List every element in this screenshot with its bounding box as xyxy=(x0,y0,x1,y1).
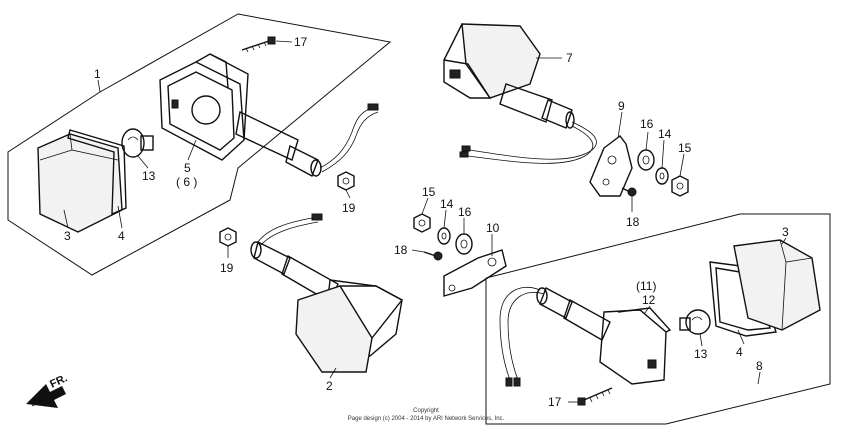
callout-3-left: 3 xyxy=(64,229,71,243)
callout-10: 10 xyxy=(486,221,500,235)
washer-16-center xyxy=(455,233,473,255)
callout-4-right: 4 xyxy=(736,345,743,359)
front-direction-label: FR. xyxy=(48,372,69,390)
callout-16-upper: 16 xyxy=(640,117,654,131)
callout-17-top: 17 xyxy=(294,35,308,49)
wires-left-bottom xyxy=(257,213,323,247)
callout-12: 12 xyxy=(642,293,656,307)
callout-14-center: 14 xyxy=(440,197,454,211)
callout-3-right: 3 xyxy=(782,225,789,239)
copyright-line-1: Copyright xyxy=(413,408,439,414)
callout-18-upper: 18 xyxy=(626,215,640,229)
callout-5: 5 xyxy=(184,161,191,175)
housing-12 xyxy=(599,307,672,385)
callout-15-upper: 15 xyxy=(678,141,692,155)
lens-3-left xyxy=(37,133,123,233)
callout-2: 2 xyxy=(326,379,333,393)
callout-19-upper: 19 xyxy=(342,201,356,215)
wires-right-bottom xyxy=(499,286,545,387)
callout-13-right: 13 xyxy=(694,347,708,361)
callout-14-upper: 14 xyxy=(658,127,672,141)
copyright-line-2: Page design (c) 2004 - 2014 by ARI Netwo… xyxy=(348,416,505,422)
screw-18-center xyxy=(423,251,443,261)
nut-19-upper xyxy=(337,171,355,191)
callout-6: ( 6 ) xyxy=(176,175,197,189)
bracket-10 xyxy=(443,249,507,297)
callout-11: (11) xyxy=(636,279,656,293)
stem-right-top xyxy=(499,83,575,129)
copyright-footer: Copyright Page design (c) 2004 - 2014 by… xyxy=(348,408,505,422)
bulb-13-right xyxy=(679,309,711,335)
assembly-frame-8 xyxy=(485,213,831,425)
callout-15-center: 15 xyxy=(422,185,436,199)
wires-left-top xyxy=(319,103,379,173)
screw-17-bottom xyxy=(577,387,613,406)
stem-left-top xyxy=(235,110,322,177)
nut-15-center xyxy=(413,213,431,233)
stem-right-bottom xyxy=(536,287,611,341)
bulb-13-left xyxy=(121,128,154,158)
front-direction-arrow: FR. xyxy=(26,372,69,408)
assembly-frame-1 xyxy=(7,13,392,276)
leader-lines xyxy=(63,40,787,403)
washer-14-center xyxy=(437,227,451,245)
callout-13-left: 13 xyxy=(142,169,156,183)
lamp-7-assembly xyxy=(443,23,541,99)
callout-19-lower: 19 xyxy=(220,261,234,275)
gasket-4-left xyxy=(67,129,127,216)
bracket-9 xyxy=(589,135,633,197)
screw-17-top xyxy=(241,36,276,53)
callout-4-left: 4 xyxy=(118,229,125,243)
callout-1: 1 xyxy=(94,67,101,81)
callout-labels: 1 3 4 13 5 ( 6 ) 17 19 19 2 7 9 16 14 15… xyxy=(64,35,789,409)
nut-19-lower xyxy=(219,227,237,247)
lamp-2-assembly xyxy=(295,279,404,373)
wires-right-top xyxy=(459,121,597,164)
callout-9: 9 xyxy=(618,99,625,113)
screw-18-upper xyxy=(621,187,637,197)
callout-16-center: 16 xyxy=(458,205,472,219)
callout-17-bottom: 17 xyxy=(548,395,562,409)
callout-8: 8 xyxy=(756,359,763,373)
washer-14-upper xyxy=(655,167,669,185)
callout-18-center: 18 xyxy=(394,243,408,257)
nut-15-upper xyxy=(671,175,689,197)
housing-5 xyxy=(159,53,249,161)
lens-3-right xyxy=(733,239,821,331)
washer-16-upper xyxy=(637,149,655,171)
callout-7: 7 xyxy=(566,51,573,65)
